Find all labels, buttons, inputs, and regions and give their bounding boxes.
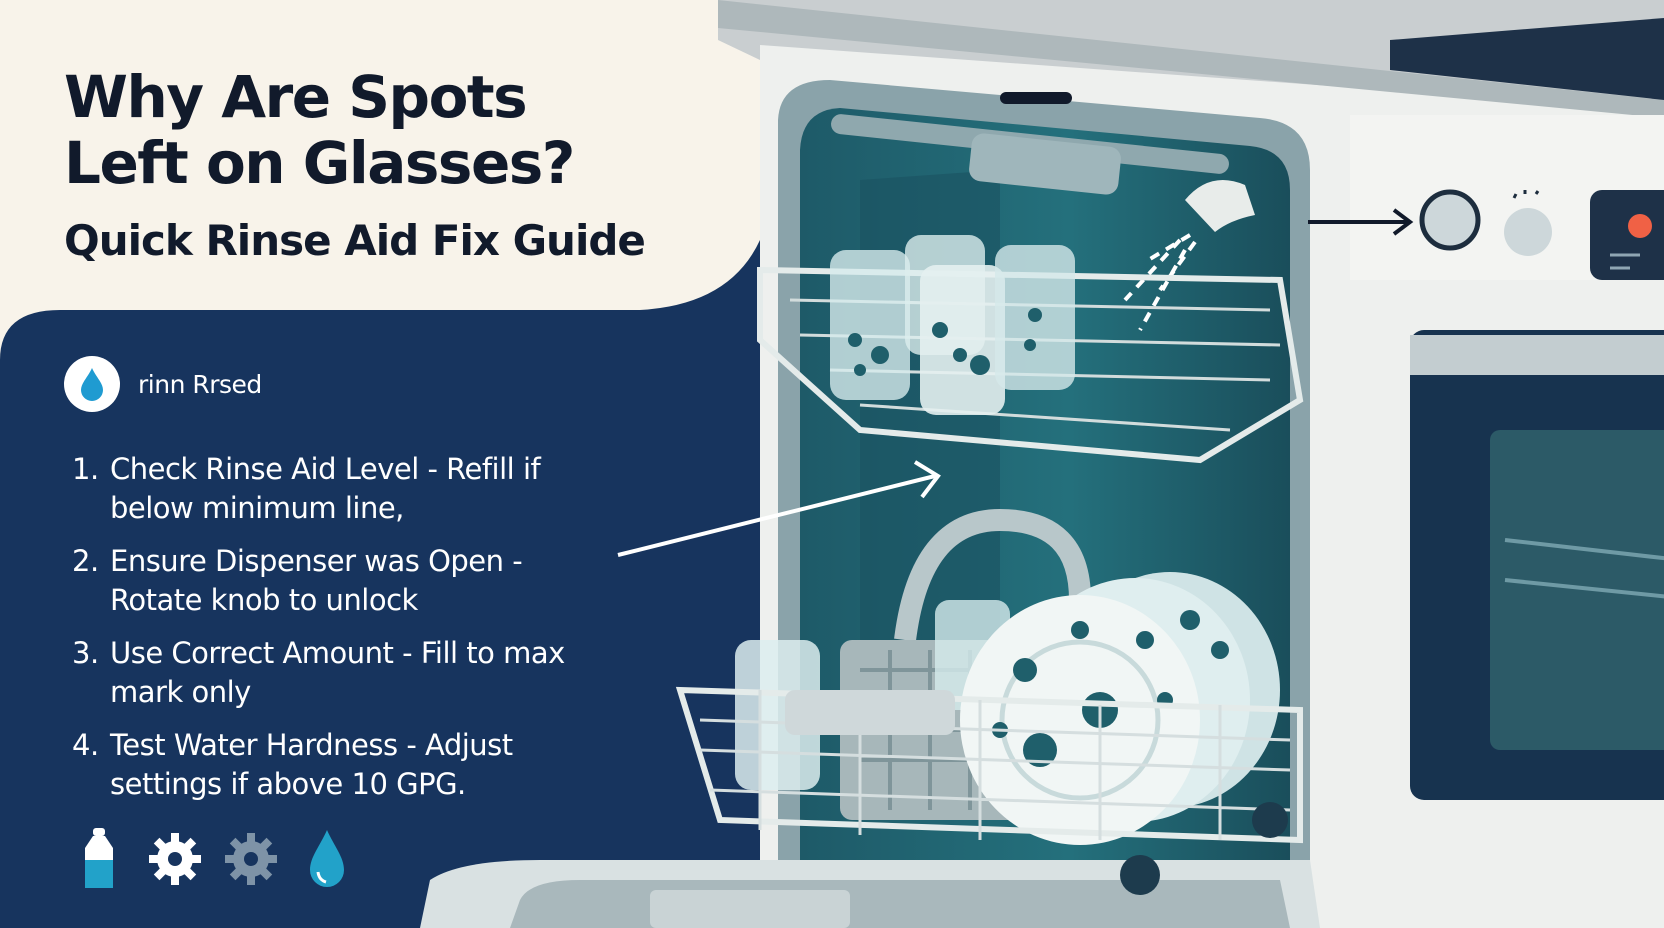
page-title: Why Are Spots Left on Glasses?: [64, 63, 575, 197]
brand-badge: rinn Rrsed: [64, 356, 262, 412]
step-item: 4. Test Water Hardness - Adjust settings…: [72, 726, 592, 804]
lower-rack: [675, 686, 1303, 844]
upper-glasses-group: [830, 235, 1075, 415]
arrow-to-rack: [617, 460, 941, 557]
door-latch: [1000, 92, 1072, 104]
step-text: Use Correct Amount - Fill to max mark on…: [110, 636, 565, 709]
step-number: 4.: [72, 728, 99, 762]
title-line-2: Left on Glasses?: [64, 129, 575, 197]
oven-window-lines: [1504, 538, 1664, 599]
door-inner-tray: [510, 880, 1290, 928]
control-knob-2: [1504, 208, 1552, 256]
display-panel: [1590, 190, 1664, 280]
countertop-front-edge: [718, 0, 1664, 118]
rack-wheel-left: [1120, 855, 1160, 895]
glass-3: [920, 265, 1005, 415]
footer-icons: [70, 826, 356, 892]
glass-1: [830, 250, 910, 400]
spray-nozzle: [1185, 180, 1255, 232]
gear-icon: [146, 826, 204, 892]
lower-rack-wires: [699, 690, 1291, 840]
rack-wheel-right: [1252, 802, 1288, 838]
control-knob-1: [1419, 189, 1481, 251]
step-text: Ensure Dispenser was Open - Rotate knob …: [110, 544, 523, 617]
step-number: 2.: [72, 544, 99, 578]
step-item: 1. Check Rinse Aid Level - Refill if bel…: [72, 450, 592, 528]
rail-block: [969, 133, 1121, 195]
water-drop-icon: [64, 356, 120, 412]
arrow-to-knob: [1308, 208, 1414, 236]
dirty-plates: [960, 572, 1280, 845]
step-item: 3. Use Correct Amount - Fill to max mark…: [72, 634, 592, 712]
water-drop-icon: [298, 826, 356, 892]
page-subtitle: Quick Rinse Aid Fix Guide: [64, 216, 646, 265]
knob-tick-marks: [1512, 190, 1540, 199]
rack-label-plate: [785, 690, 955, 735]
indicator-light-red: [1628, 214, 1652, 238]
step-text: Test Water Hardness - Adjust settings if…: [110, 728, 513, 801]
title-line-1: Why Are Spots: [64, 63, 528, 131]
step-item: 2. Ensure Dispenser was Open - Rotate kn…: [72, 542, 592, 620]
navy-info-panel: [0, 200, 780, 928]
glass-spots: [848, 308, 1042, 376]
step-number: 3.: [72, 636, 99, 670]
silverware-basket-handle: [894, 508, 1091, 642]
oven-window: [1490, 430, 1664, 750]
gear-icon: [222, 826, 280, 892]
step-text: Check Rinse Aid Level - Refill if below …: [110, 452, 541, 525]
display-lines: [1610, 253, 1640, 270]
oven-door-handle: [1410, 335, 1664, 375]
steps-list: 1. Check Rinse Aid Level - Refill if bel…: [72, 450, 592, 818]
detergent-compartment: [650, 890, 850, 928]
upper-rack: [757, 266, 1304, 464]
step-number: 1.: [72, 452, 99, 486]
water-spray-lines: [1123, 233, 1197, 331]
rinse-aid-bottle-icon: [70, 826, 128, 892]
oven-top-panel: [1390, 18, 1664, 100]
brand-name: rinn Rrsed: [138, 369, 262, 399]
